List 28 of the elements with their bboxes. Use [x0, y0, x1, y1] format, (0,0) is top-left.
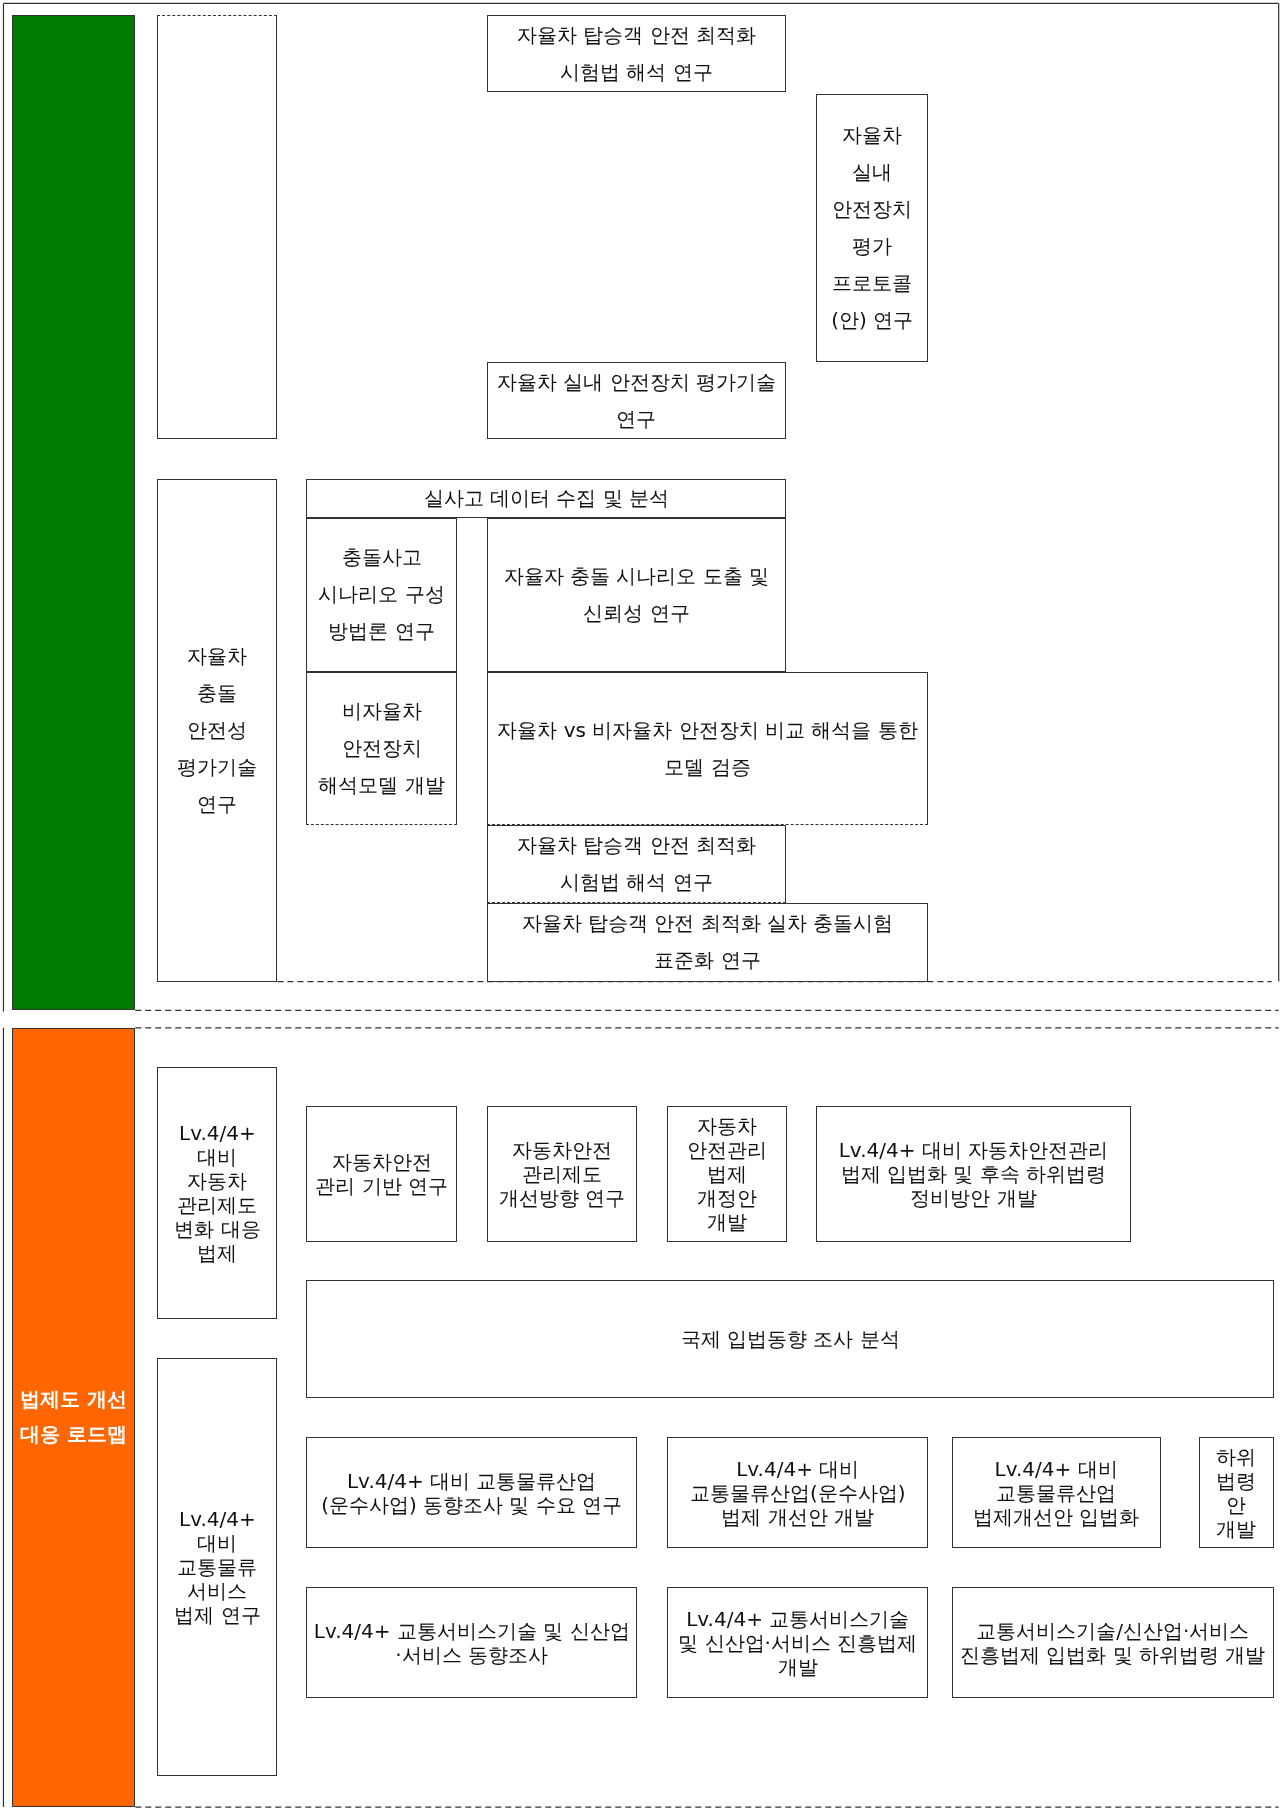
- task-box: 실사고 데이터 수집 및 분석: [306, 478, 787, 518]
- task-box: Lv.4/4+ 대비 자동차안전관리 법제 입법화 및 후속 하위법령 정비방안 개발: [816, 1106, 1131, 1242]
- task-box: 자율차 탑승객 안전 최적화 시험법 해석 연구: [486, 15, 787, 93]
- task-box: Lv.4/4+ 교통서비스기술 및 신산업·서비스 진흥법제 개발: [667, 1587, 929, 1699]
- task-box: 자율차 탑승객 안전 최적화 실차 충돌시험 표준화 연구: [486, 902, 929, 982]
- task-box: 자율차 실내 안전장치 평가기술 연구: [486, 361, 787, 440]
- task-box: 비자율차 안전장치 해석모델 개발: [306, 671, 457, 826]
- task-box: 하위 법령 안 개발: [1198, 1437, 1275, 1549]
- task-box: Lv.4/4+ 교통서비스기술 및 신산업·서비스 동향조사: [306, 1587, 637, 1699]
- task-box: 자율차 실내 안전장치 평가 프로토콜 (안) 연구: [816, 93, 929, 362]
- task-box: 자율차 vs 비자율차 안전장치 비교 해석을 통한 모델 검증: [486, 671, 929, 826]
- task-box: 교통서비스기술/신산업·서비스 진흥법제 입법화 및 하위법령 개발: [951, 1587, 1275, 1699]
- task-box: 자율자 충돌 시나리오 도출 및 신뢰성 연구: [486, 517, 787, 672]
- task-box: Lv.4/4+ 대비 교통물류산업 법제개선안 입법화: [951, 1437, 1161, 1549]
- task-box: Lv.4/4+ 대비 교통물류산업(운수사업) 동향조사 및 수요 연구: [306, 1437, 637, 1549]
- task-box: Lv.4/4+ 대비 교통물류산업(운수사업) 법제 개선안 개발: [667, 1437, 929, 1549]
- task-box: Lv.4/4+ 대비 자동차 관리제도 변화 대응 법제: [157, 1067, 278, 1320]
- task-box: 자율차 충돌 안전성 평가기술 연구: [157, 478, 278, 982]
- task-box: 자동차안전 관리 기반 연구: [306, 1106, 457, 1242]
- section-band: [11, 15, 136, 1011]
- task-box: 충돌사고 시나리오 구성 방법론 연구: [306, 517, 457, 672]
- task-box: 국제 입법동향 조사 분석: [306, 1279, 1275, 1398]
- empty-box: [157, 15, 278, 440]
- task-box: 자율차 탑승객 안전 최적화 시험법 해석 연구: [486, 825, 787, 903]
- section-band: 법제도 개선 대응 로드맵: [11, 1027, 136, 1808]
- task-box: 자동차안전 관리제도 개선방향 연구: [486, 1106, 637, 1242]
- task-box: 자동차 안전관리 법제 개정안 개발: [667, 1106, 788, 1242]
- task-box: Lv.4/4+ 대비 교통물류 서비스 법제 연구: [157, 1358, 278, 1776]
